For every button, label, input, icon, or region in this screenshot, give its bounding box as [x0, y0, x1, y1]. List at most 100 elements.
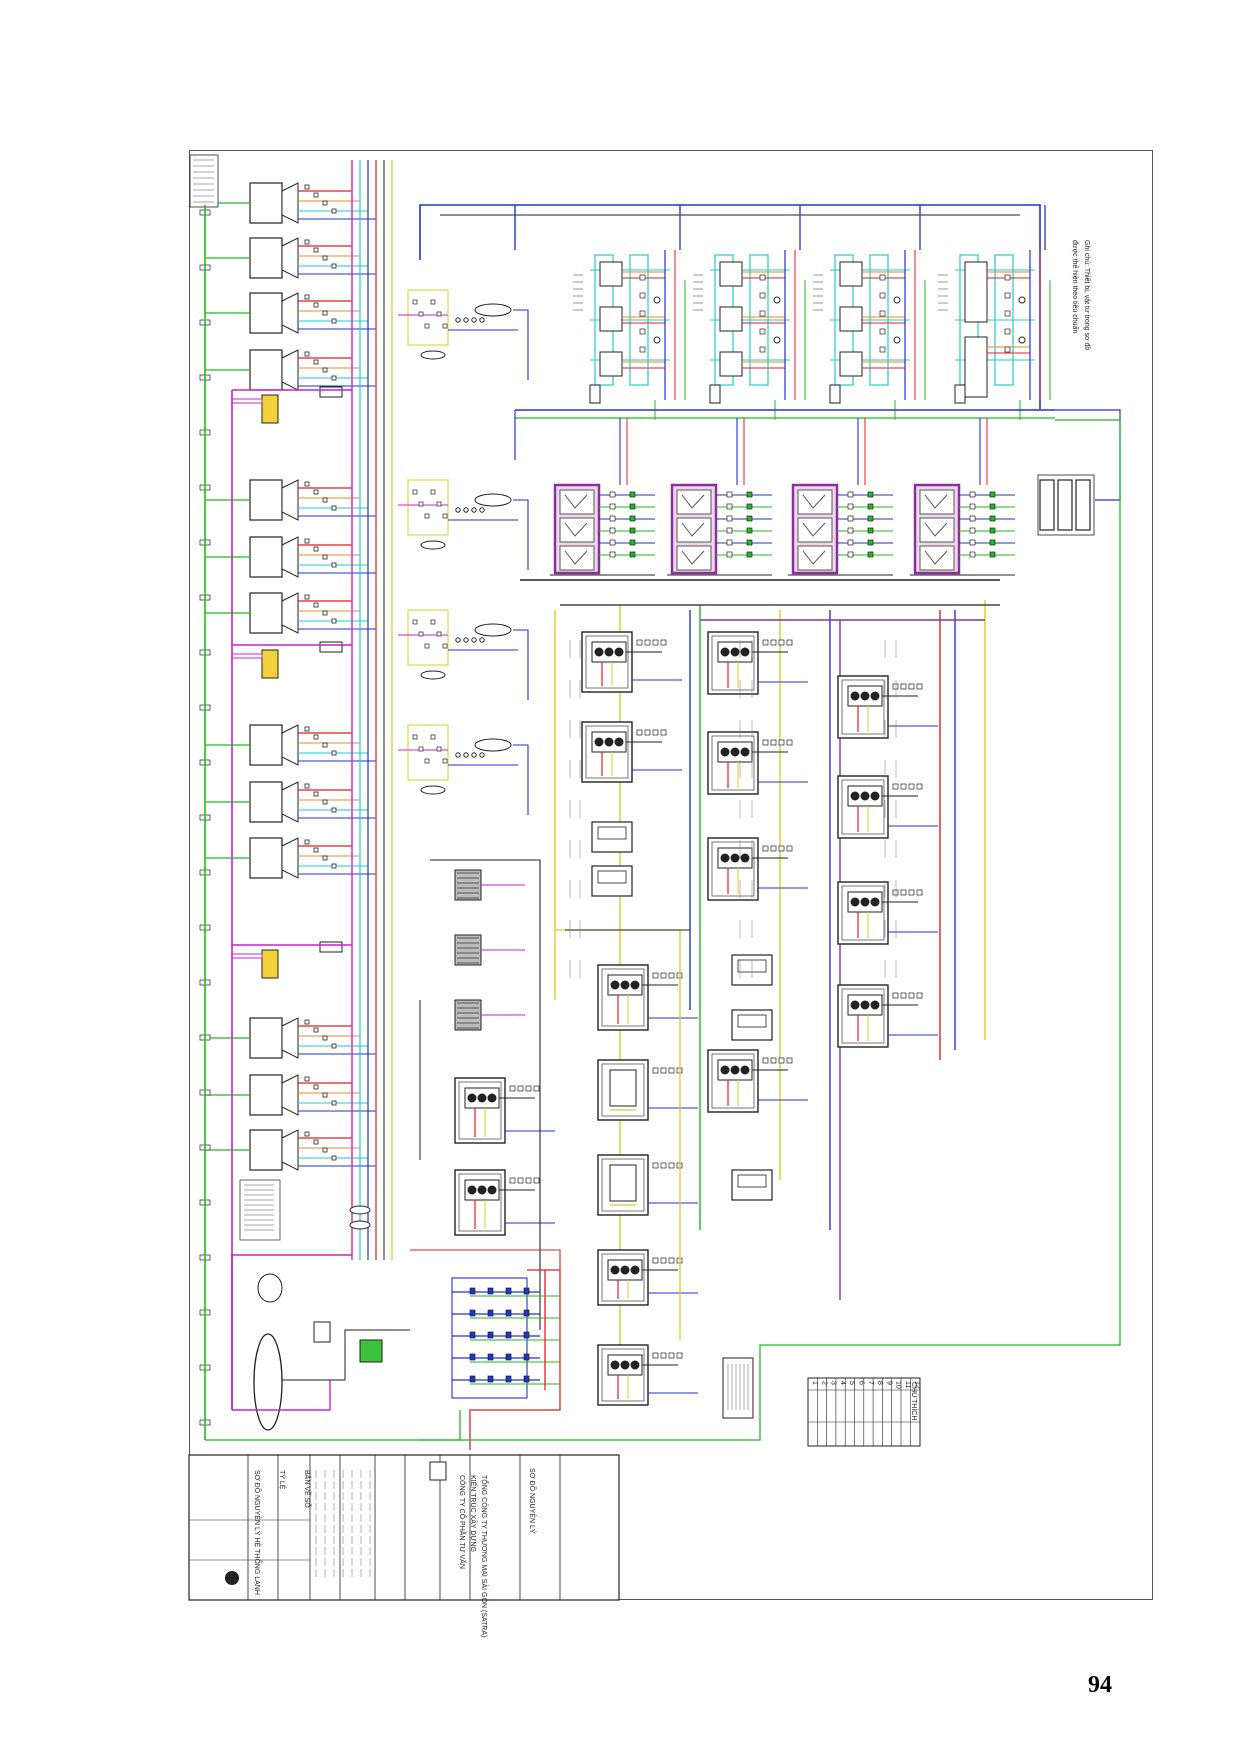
legend-row-label: 10 — [895, 1381, 902, 1389]
coil-symbol — [681, 550, 705, 565]
company-name: TỔNG CÔNG TY THƯƠNG MẠI SÀI GÒN (SATRA) — [480, 1475, 489, 1637]
fan — [610, 1360, 620, 1370]
valve-symbol — [436, 501, 442, 507]
legend-row-label: 6 — [858, 1381, 865, 1385]
receiver-vessel — [474, 623, 512, 637]
condenser-unit — [839, 351, 863, 377]
valve-symbol — [304, 1019, 310, 1025]
compressor-body — [249, 237, 283, 279]
solenoid-valve — [989, 515, 996, 522]
pump-unit — [359, 1339, 383, 1363]
compressor-body — [249, 1129, 283, 1171]
separator-pipe — [231, 953, 263, 959]
evaporator-coil — [559, 517, 595, 543]
cold-room-inner — [601, 1158, 645, 1212]
vessel-frame — [407, 609, 449, 666]
valve-symbol — [304, 726, 310, 732]
fan — [740, 747, 750, 757]
valve-symbol — [412, 619, 418, 625]
valve-symbol — [726, 551, 733, 558]
coil-symbol — [802, 494, 826, 509]
small-unit-inner — [737, 1174, 767, 1188]
fan — [870, 897, 880, 907]
valve-symbol — [304, 351, 310, 357]
fan — [720, 853, 730, 863]
solenoid-valve — [629, 551, 636, 558]
valve-symbol — [487, 1309, 494, 1317]
fan — [604, 647, 614, 657]
valve-symbol — [523, 1287, 530, 1295]
gauge — [773, 336, 781, 344]
valve-symbol — [430, 489, 436, 495]
compressor-body — [249, 781, 283, 823]
valve-symbol — [412, 489, 418, 495]
valve-symbol — [509, 1085, 516, 1092]
fan — [477, 1185, 487, 1195]
valve-symbol — [892, 683, 899, 690]
valve-symbol — [652, 1162, 659, 1169]
fan — [610, 1265, 620, 1275]
valve-symbol — [1004, 310, 1011, 317]
separator-vessel — [420, 540, 446, 550]
valve-symbol — [418, 311, 424, 317]
valve-symbol — [331, 318, 337, 324]
solenoid-valve — [629, 503, 636, 510]
fan — [620, 980, 630, 990]
solenoid-valve — [867, 527, 874, 534]
fan — [860, 691, 870, 701]
valve-symbol — [331, 750, 337, 756]
solenoid-valve — [867, 551, 874, 558]
compressor-body — [249, 1074, 283, 1116]
fan — [630, 1265, 640, 1275]
cold-room — [707, 631, 759, 695]
valve-symbol — [969, 491, 976, 498]
valve-symbol — [304, 184, 310, 190]
valve-symbol — [636, 729, 643, 736]
compressor-body — [249, 182, 283, 224]
return-line — [513, 309, 529, 380]
gauge — [479, 637, 485, 643]
company-name: CÔNG TY CỔ PHẦN TƯ VẤN — [458, 1475, 468, 1569]
gauge — [471, 637, 477, 643]
legend-row-label: 4 — [839, 1381, 846, 1385]
valve-symbol — [778, 845, 785, 852]
valve-symbol — [331, 562, 337, 568]
valve-symbol — [969, 527, 976, 534]
valve-symbol — [770, 1057, 777, 1064]
cold-room-inner — [841, 679, 885, 735]
valve-symbol — [762, 845, 769, 852]
valve-symbol — [652, 1257, 659, 1264]
valve-symbol — [442, 323, 448, 329]
gauge — [479, 317, 485, 323]
condenser-unit — [719, 261, 743, 287]
legend-row-label: 1 — [811, 1381, 818, 1385]
fan — [740, 853, 750, 863]
small-vessel — [349, 1205, 371, 1215]
valve-symbol — [313, 359, 319, 365]
cold-room-inner — [841, 779, 885, 835]
coil-symbol — [802, 550, 826, 565]
valve-symbol — [639, 292, 646, 299]
condenser-unit — [964, 261, 988, 323]
coil-symbol — [564, 522, 588, 537]
valve-symbol — [1004, 274, 1011, 281]
valve-symbol — [436, 311, 442, 317]
valve-symbol — [900, 683, 907, 690]
valve-symbol — [322, 1035, 328, 1041]
cold-room-inner — [601, 968, 645, 1027]
condenser-unit — [964, 336, 988, 398]
accumulator-vessel — [1039, 479, 1055, 531]
valve-symbol — [778, 1057, 785, 1064]
valve-symbol — [879, 292, 886, 299]
note-line: Ghi chú: Thiết bị, vật tư trong sơ đồ — [1083, 240, 1092, 350]
valve-symbol — [660, 1352, 667, 1359]
valve-symbol — [505, 1309, 512, 1317]
valve-symbol — [652, 729, 659, 736]
valve-symbol — [304, 839, 310, 845]
valve-symbol — [304, 594, 310, 600]
valve-symbol — [639, 346, 646, 353]
valve-symbol — [892, 889, 899, 896]
cold-room-inner — [601, 1063, 645, 1117]
valve-symbol — [676, 1352, 683, 1359]
